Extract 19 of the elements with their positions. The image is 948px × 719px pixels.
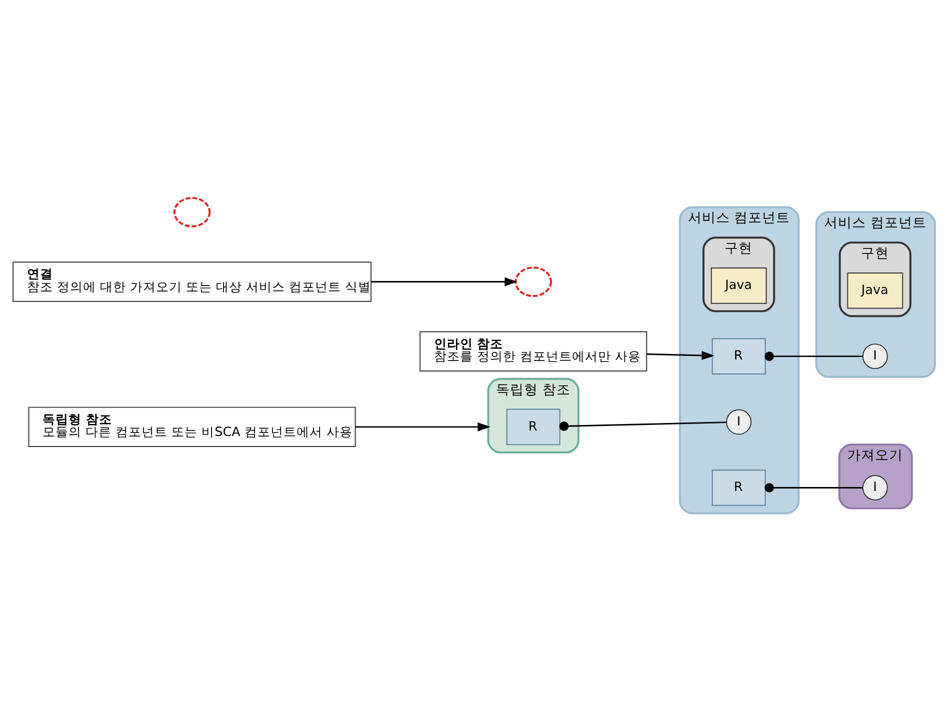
node-ellipse	[173, 196, 211, 228]
node-box: R	[712, 470, 766, 506]
connector	[764, 483, 863, 492]
node-ellipse	[514, 266, 552, 297]
node-box: Java	[847, 272, 904, 309]
node-box: 연결 참조 정의에 대한 가져오기 또는 대상 서비스 컴포넌트 식별	[12, 262, 372, 302]
node-box: 인라인 참조 참조를 정의한 컴포넌트에서만 사용	[420, 331, 648, 372]
node-box: R	[506, 408, 560, 446]
connector	[764, 352, 863, 361]
node-circle: I	[862, 344, 888, 370]
arrow	[646, 350, 714, 360]
node-box: R	[712, 338, 766, 374]
connector	[559, 422, 726, 431]
arrow	[355, 422, 490, 432]
node-circle: I	[862, 474, 888, 500]
node-box: Java	[710, 268, 767, 304]
node-box: 독립형 참조 모듈의 다른 컴포넌트 또는 비SCA 컴포넌트에서 사용	[28, 406, 356, 448]
node-circle: I	[726, 409, 752, 435]
arrow	[371, 277, 518, 286]
